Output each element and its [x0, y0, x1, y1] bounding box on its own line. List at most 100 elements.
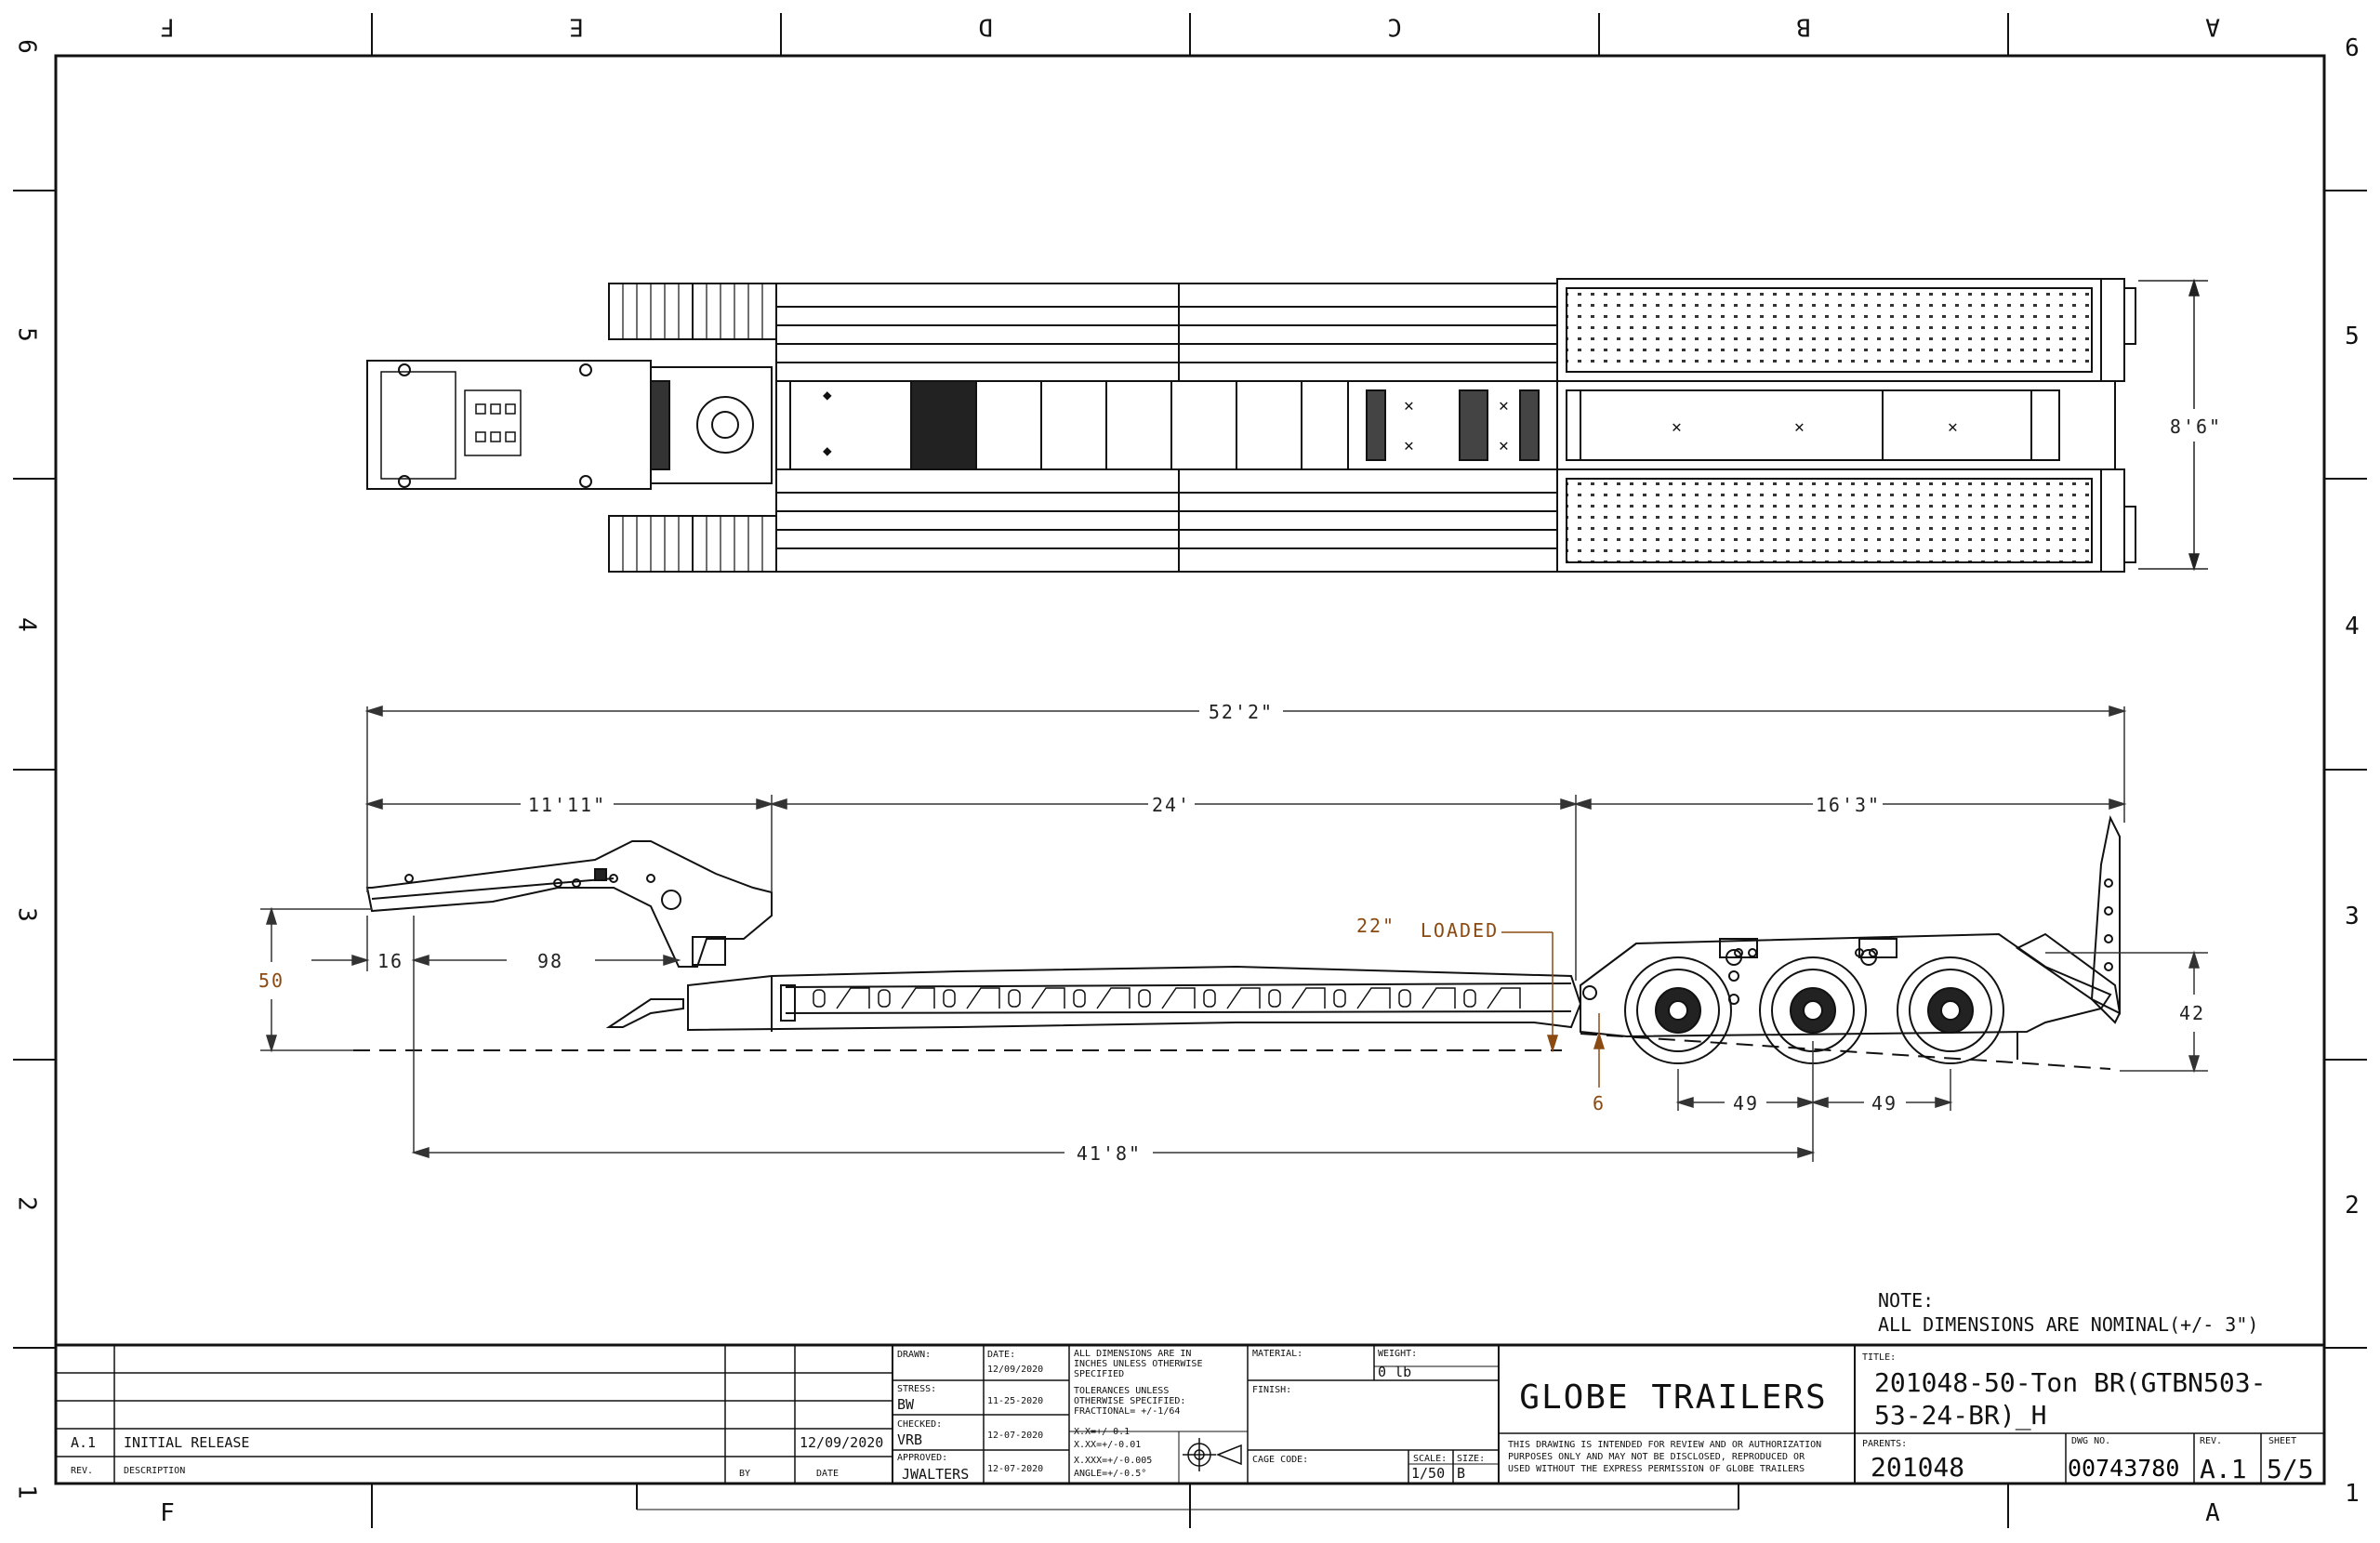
- svg-text:✕: ✕: [1794, 417, 1805, 437]
- tolerance-line-8: X.XX=+/-0.01: [1074, 1440, 1141, 1450]
- rev-value: A.1: [71, 1434, 96, 1451]
- rev-header-date: DATE: [816, 1469, 839, 1479]
- weight-value: 0 lb: [1378, 1364, 1411, 1380]
- rev-label: REV.: [2200, 1436, 2222, 1446]
- company-name: GLOBE TRAILERS: [1519, 1378, 1827, 1417]
- zone-col-a-bottom: A: [2205, 1499, 2220, 1527]
- finish-label: FINISH:: [1252, 1385, 1291, 1395]
- rev-header-description: DESCRIPTION: [124, 1466, 185, 1476]
- rev-description: INITIAL RELEASE: [124, 1434, 249, 1451]
- tolerance-line-6: FRACTIONAL= +/-1/64: [1074, 1406, 1180, 1417]
- disclaimer-line-1: THIS DRAWING IS INTENDED FOR REVIEW AND …: [1508, 1440, 1821, 1450]
- drawing-title-line-2: 53-24-BR)_H: [1874, 1400, 2046, 1431]
- parents-value: 201048: [1871, 1452, 1964, 1483]
- zone-row-5-left: 5: [13, 327, 41, 342]
- tolerance-line-9: X.XXX=+/-0.005: [1074, 1456, 1152, 1466]
- dim-loaded-label: LOADED: [1421, 919, 1499, 942]
- scale-value: 1/50: [1411, 1465, 1445, 1482]
- zone-row-3-left: 3: [13, 907, 41, 922]
- tolerance-line-5: OTHERWISE SPECIFIED:: [1074, 1396, 1185, 1406]
- approved-label: APPROVED:: [897, 1453, 947, 1463]
- dim-loaded-height: 22": [1356, 915, 1395, 937]
- rev-date: 12/09/2020: [800, 1434, 883, 1451]
- dim-rear-height: 42: [2179, 1002, 2205, 1024]
- drawn-date-label: DATE:: [987, 1350, 1015, 1360]
- ground-line: [353, 1033, 2111, 1070]
- zone-row-4-right: 4: [2345, 613, 2360, 640]
- zone-row-6-right: 6: [2345, 34, 2360, 62]
- dim-width: 8'6": [2170, 415, 2222, 438]
- dim-gooseneck: 11'11": [528, 794, 606, 816]
- disclaimer-line-3: USED WITHOUT THE EXPRESS PERMISSION OF G…: [1508, 1464, 1805, 1474]
- svg-text:◆: ◆: [823, 442, 832, 459]
- dim-axle-spacing-2: 49: [1871, 1092, 1897, 1114]
- drawn-label: DRAWN:: [897, 1350, 931, 1360]
- drawn-date: 12/09/2020: [987, 1365, 1043, 1375]
- dim-deck: 24': [1152, 794, 1191, 816]
- zone-col-f-bottom: F: [160, 1499, 175, 1527]
- dim-axle-spacing-1: 49: [1733, 1092, 1759, 1114]
- sheet-label: SHEET: [2268, 1436, 2296, 1446]
- zone-labels-top: F E D C B A: [160, 13, 2220, 41]
- weight-label: WEIGHT:: [1378, 1349, 1417, 1359]
- zone-col-f: F: [160, 13, 175, 41]
- zone-labels-right: 6 5 4 3 2 1: [2345, 34, 2360, 1508]
- dim-wheelbase: 41'8": [1077, 1142, 1142, 1165]
- title-block-lines: [56, 1343, 2324, 1484]
- tolerance-line-10: ANGLE=+/-0.5°: [1074, 1469, 1146, 1479]
- svg-text:✕: ✕: [1404, 396, 1414, 415]
- zone-row-1-left: 1: [13, 1484, 41, 1499]
- stress-value: BW: [897, 1396, 915, 1413]
- dimension-lines: [260, 705, 2208, 1162]
- dim-kingpin-offset: 16: [377, 950, 403, 972]
- tolerance-line-1: ALL DIMENSIONS ARE IN: [1074, 1349, 1191, 1359]
- svg-text:✕: ✕: [1948, 417, 1958, 437]
- dim-kingpin-to-swing: 98: [537, 950, 563, 972]
- loaded-dimension-lines: [1501, 931, 1606, 1088]
- zone-row-2-right: 2: [2345, 1192, 2360, 1220]
- zone-col-b: B: [1796, 13, 1811, 41]
- tolerance-line-4: TOLERANCES UNLESS: [1074, 1386, 1169, 1396]
- rev-number: A.1: [2200, 1454, 2247, 1484]
- trailer-side-view: [365, 814, 2122, 1064]
- dim-front-height: 50: [258, 969, 284, 992]
- note-label: NOTE:: [1878, 1289, 1934, 1312]
- zone-labels-left: 6 5 4 3 2 1: [13, 39, 41, 1499]
- svg-text:✕: ✕: [1404, 436, 1414, 455]
- checked-date: 12-07-2020: [987, 1431, 1043, 1441]
- dwg-no-value: 00743780: [2068, 1455, 2179, 1482]
- disclaimer-line-2: PURPOSES ONLY AND MAY NOT BE DISCLOSED, …: [1508, 1452, 1805, 1462]
- dim-overall-length: 52'2": [1209, 701, 1274, 723]
- scale-label: SCALE:: [1413, 1454, 1447, 1464]
- zone-row-1-right: 1: [2345, 1480, 2360, 1508]
- zone-labels-bottom: F A: [160, 1499, 2220, 1527]
- tolerance-line-3: SPECIFIED: [1074, 1369, 1124, 1379]
- zone-row-4-left: 4: [13, 617, 41, 632]
- sheet-number: 5/5: [2267, 1454, 2314, 1484]
- stress-date: 11-25-2020: [987, 1396, 1043, 1406]
- approved-value: JWALTERS: [902, 1466, 969, 1483]
- zone-col-e: E: [569, 13, 584, 41]
- zone-row-5-right: 5: [2345, 323, 2360, 350]
- svg-text:◆: ◆: [823, 386, 832, 403]
- sheet-border: [13, 13, 2367, 1528]
- svg-text:✕: ✕: [1499, 396, 1509, 415]
- note-text: ALL DIMENSIONS ARE NOMINAL(+/- 3"): [1878, 1313, 2258, 1336]
- zone-col-a: A: [2205, 13, 2220, 41]
- zone-row-3-right: 3: [2345, 903, 2360, 930]
- dwg-no-label: DWG NO.: [2071, 1436, 2110, 1446]
- rev-header-by: BY: [739, 1469, 750, 1479]
- checked-value: VRB: [897, 1431, 922, 1448]
- third-angle-projection-icon: [1183, 1438, 1242, 1471]
- approved-date: 12-07-2020: [987, 1464, 1043, 1474]
- dim-rear: 16'3": [1816, 794, 1881, 816]
- size-value: B: [1457, 1465, 1465, 1482]
- zone-col-d: D: [978, 13, 993, 41]
- svg-text:✕: ✕: [1672, 417, 1682, 437]
- stress-label: STRESS:: [897, 1384, 936, 1394]
- width-dimension: [2138, 278, 2208, 572]
- rev-header-rev: REV.: [71, 1466, 93, 1476]
- title-label: TITLE:: [1862, 1352, 1896, 1363]
